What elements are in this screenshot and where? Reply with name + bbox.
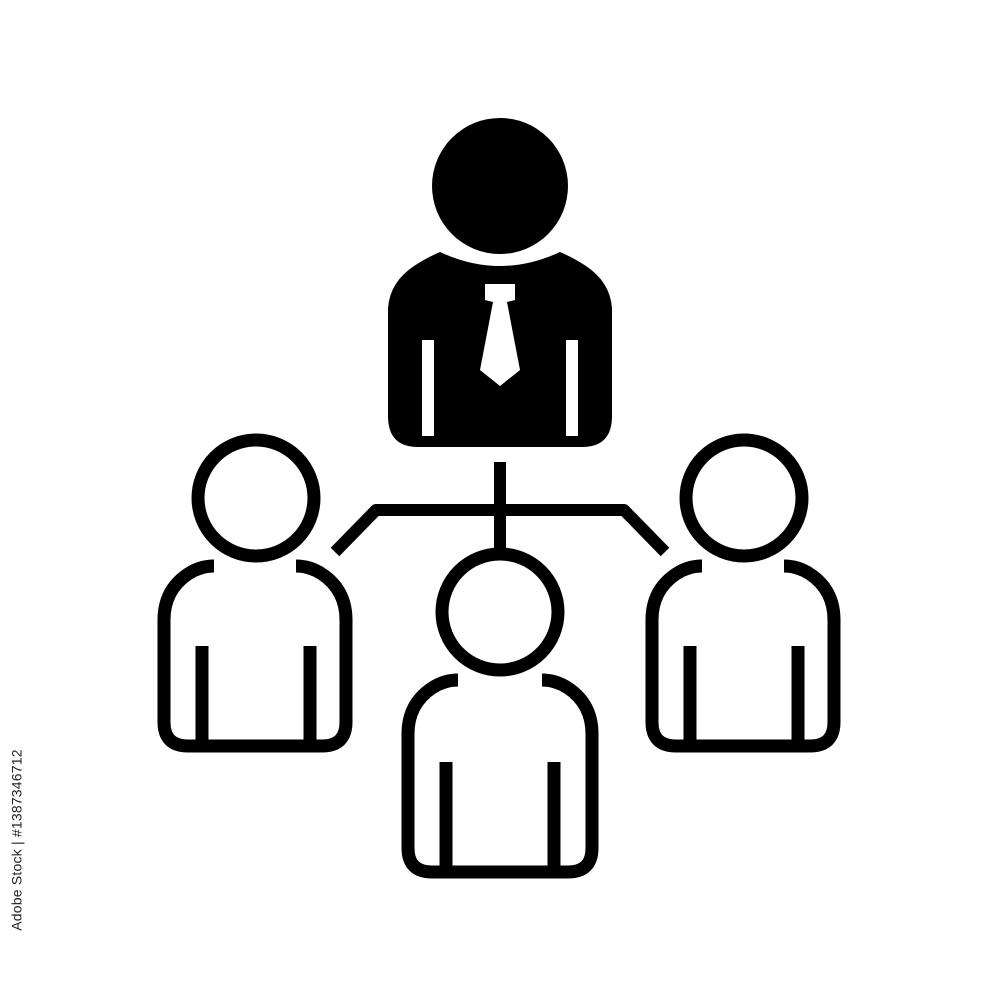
team-member-center <box>401 547 599 879</box>
manager-head <box>432 118 568 254</box>
connector-horizontal <box>330 504 670 557</box>
team-member-right-head <box>679 433 809 563</box>
connector-lines <box>330 462 670 557</box>
stock-id-text: Adobe Stock | #1387346712 <box>9 748 26 931</box>
tie-icon <box>480 284 520 386</box>
team-member-center-body <box>401 673 599 879</box>
team-member-right-arms <box>683 646 805 744</box>
team-member-left <box>157 433 353 753</box>
team-member-center-head <box>435 547 565 677</box>
team-member-right-body <box>645 559 841 753</box>
stock-id-label: Adobe Stock | #1387346712 <box>2 749 32 930</box>
team-member-left-arms <box>195 646 317 744</box>
manager-left-arm-gap <box>422 340 434 436</box>
team-member-right <box>645 433 841 753</box>
team-member-left-body <box>157 559 353 753</box>
manager-figure <box>388 118 612 447</box>
team-member-left-head <box>191 433 321 563</box>
manager-right-arm-gap <box>566 340 578 436</box>
team-member-center-arms <box>439 762 561 870</box>
